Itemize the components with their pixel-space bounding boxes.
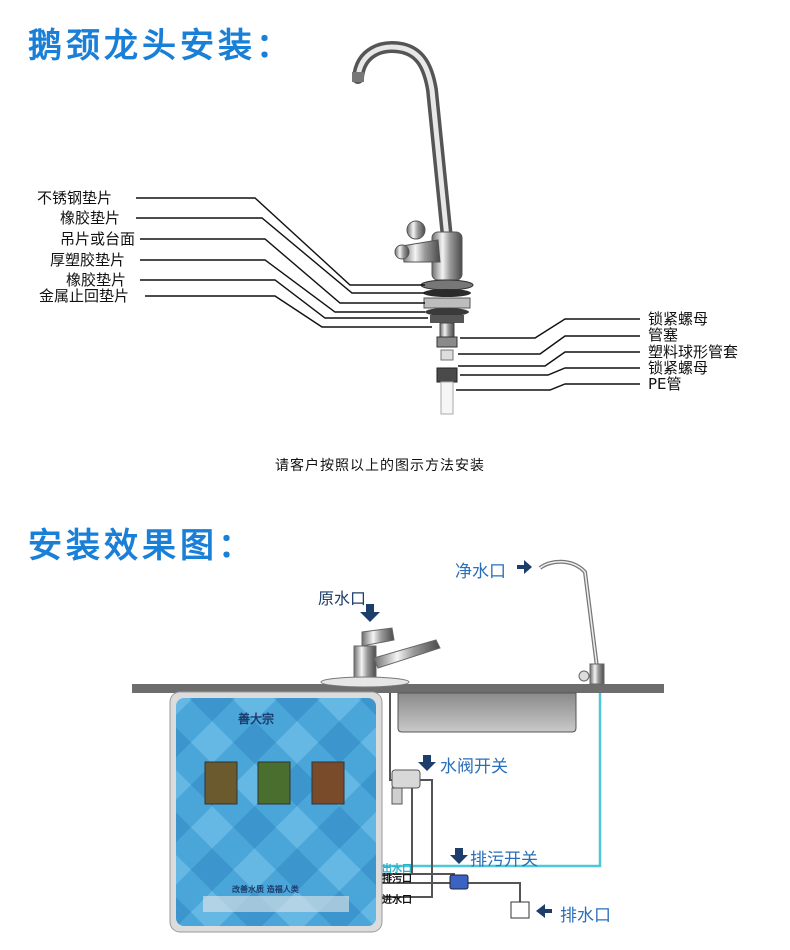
label-hanging-plate: 吊片或台面 [60, 230, 136, 248]
drain-valve-body [449, 874, 469, 890]
raw-water-faucet [320, 627, 441, 688]
label-pe-pipe: PE管 [648, 375, 682, 393]
label-pipe-plug: 管塞 [648, 326, 679, 344]
label-lock-nut: 锁紧螺母 [648, 310, 709, 328]
countertop [132, 684, 664, 693]
section2-title: 安装效果图： [28, 526, 256, 566]
port-in: 进水口 [382, 895, 412, 906]
label-lock-nut-2: 锁紧螺母 [648, 359, 709, 377]
pipes [382, 693, 602, 902]
label-pure-outlet: 净水口 [455, 562, 506, 582]
label-drain-outlet: 排水口 [560, 906, 611, 926]
install-note: 请客户按照以上的图示方法安装 [275, 458, 485, 474]
drain-outlet-box [510, 901, 530, 919]
label-raw-inlet: 原水口 [318, 589, 367, 608]
brand-slogan: 改善水质 造福人类 [232, 885, 299, 894]
water-valve-body [391, 769, 421, 789]
arrows [360, 560, 552, 918]
label-ball-sleeve: 塑料球形管套 [648, 343, 739, 361]
label-rubber-washer: 橡胶垫片 [60, 209, 121, 227]
sink-basin [397, 692, 577, 733]
label-rubber-washer-2: 橡胶垫片 [66, 271, 127, 289]
label-metal-check-washer: 金属止回垫片 [39, 287, 130, 305]
section1-title: 鹅颈龙头安装： [28, 26, 294, 66]
port-drain: 排污口 [382, 874, 412, 885]
port-out: 出水口 [382, 864, 412, 875]
purified-water-faucet [538, 559, 605, 685]
brand-logo: 善大宗 [238, 712, 275, 726]
right-leader-lines [456, 318, 640, 391]
label-thick-plastic-washer: 厚塑胶垫片 [50, 251, 126, 269]
gooseneck-faucet [352, 41, 474, 415]
label-drain-switch: 排污开关 [470, 850, 538, 870]
left-leader-lines [136, 197, 432, 328]
label-water-valve: 水阀开关 [440, 757, 508, 777]
label-stainless-washer: 不锈钢垫片 [37, 189, 113, 207]
purifier-unit [169, 691, 383, 933]
